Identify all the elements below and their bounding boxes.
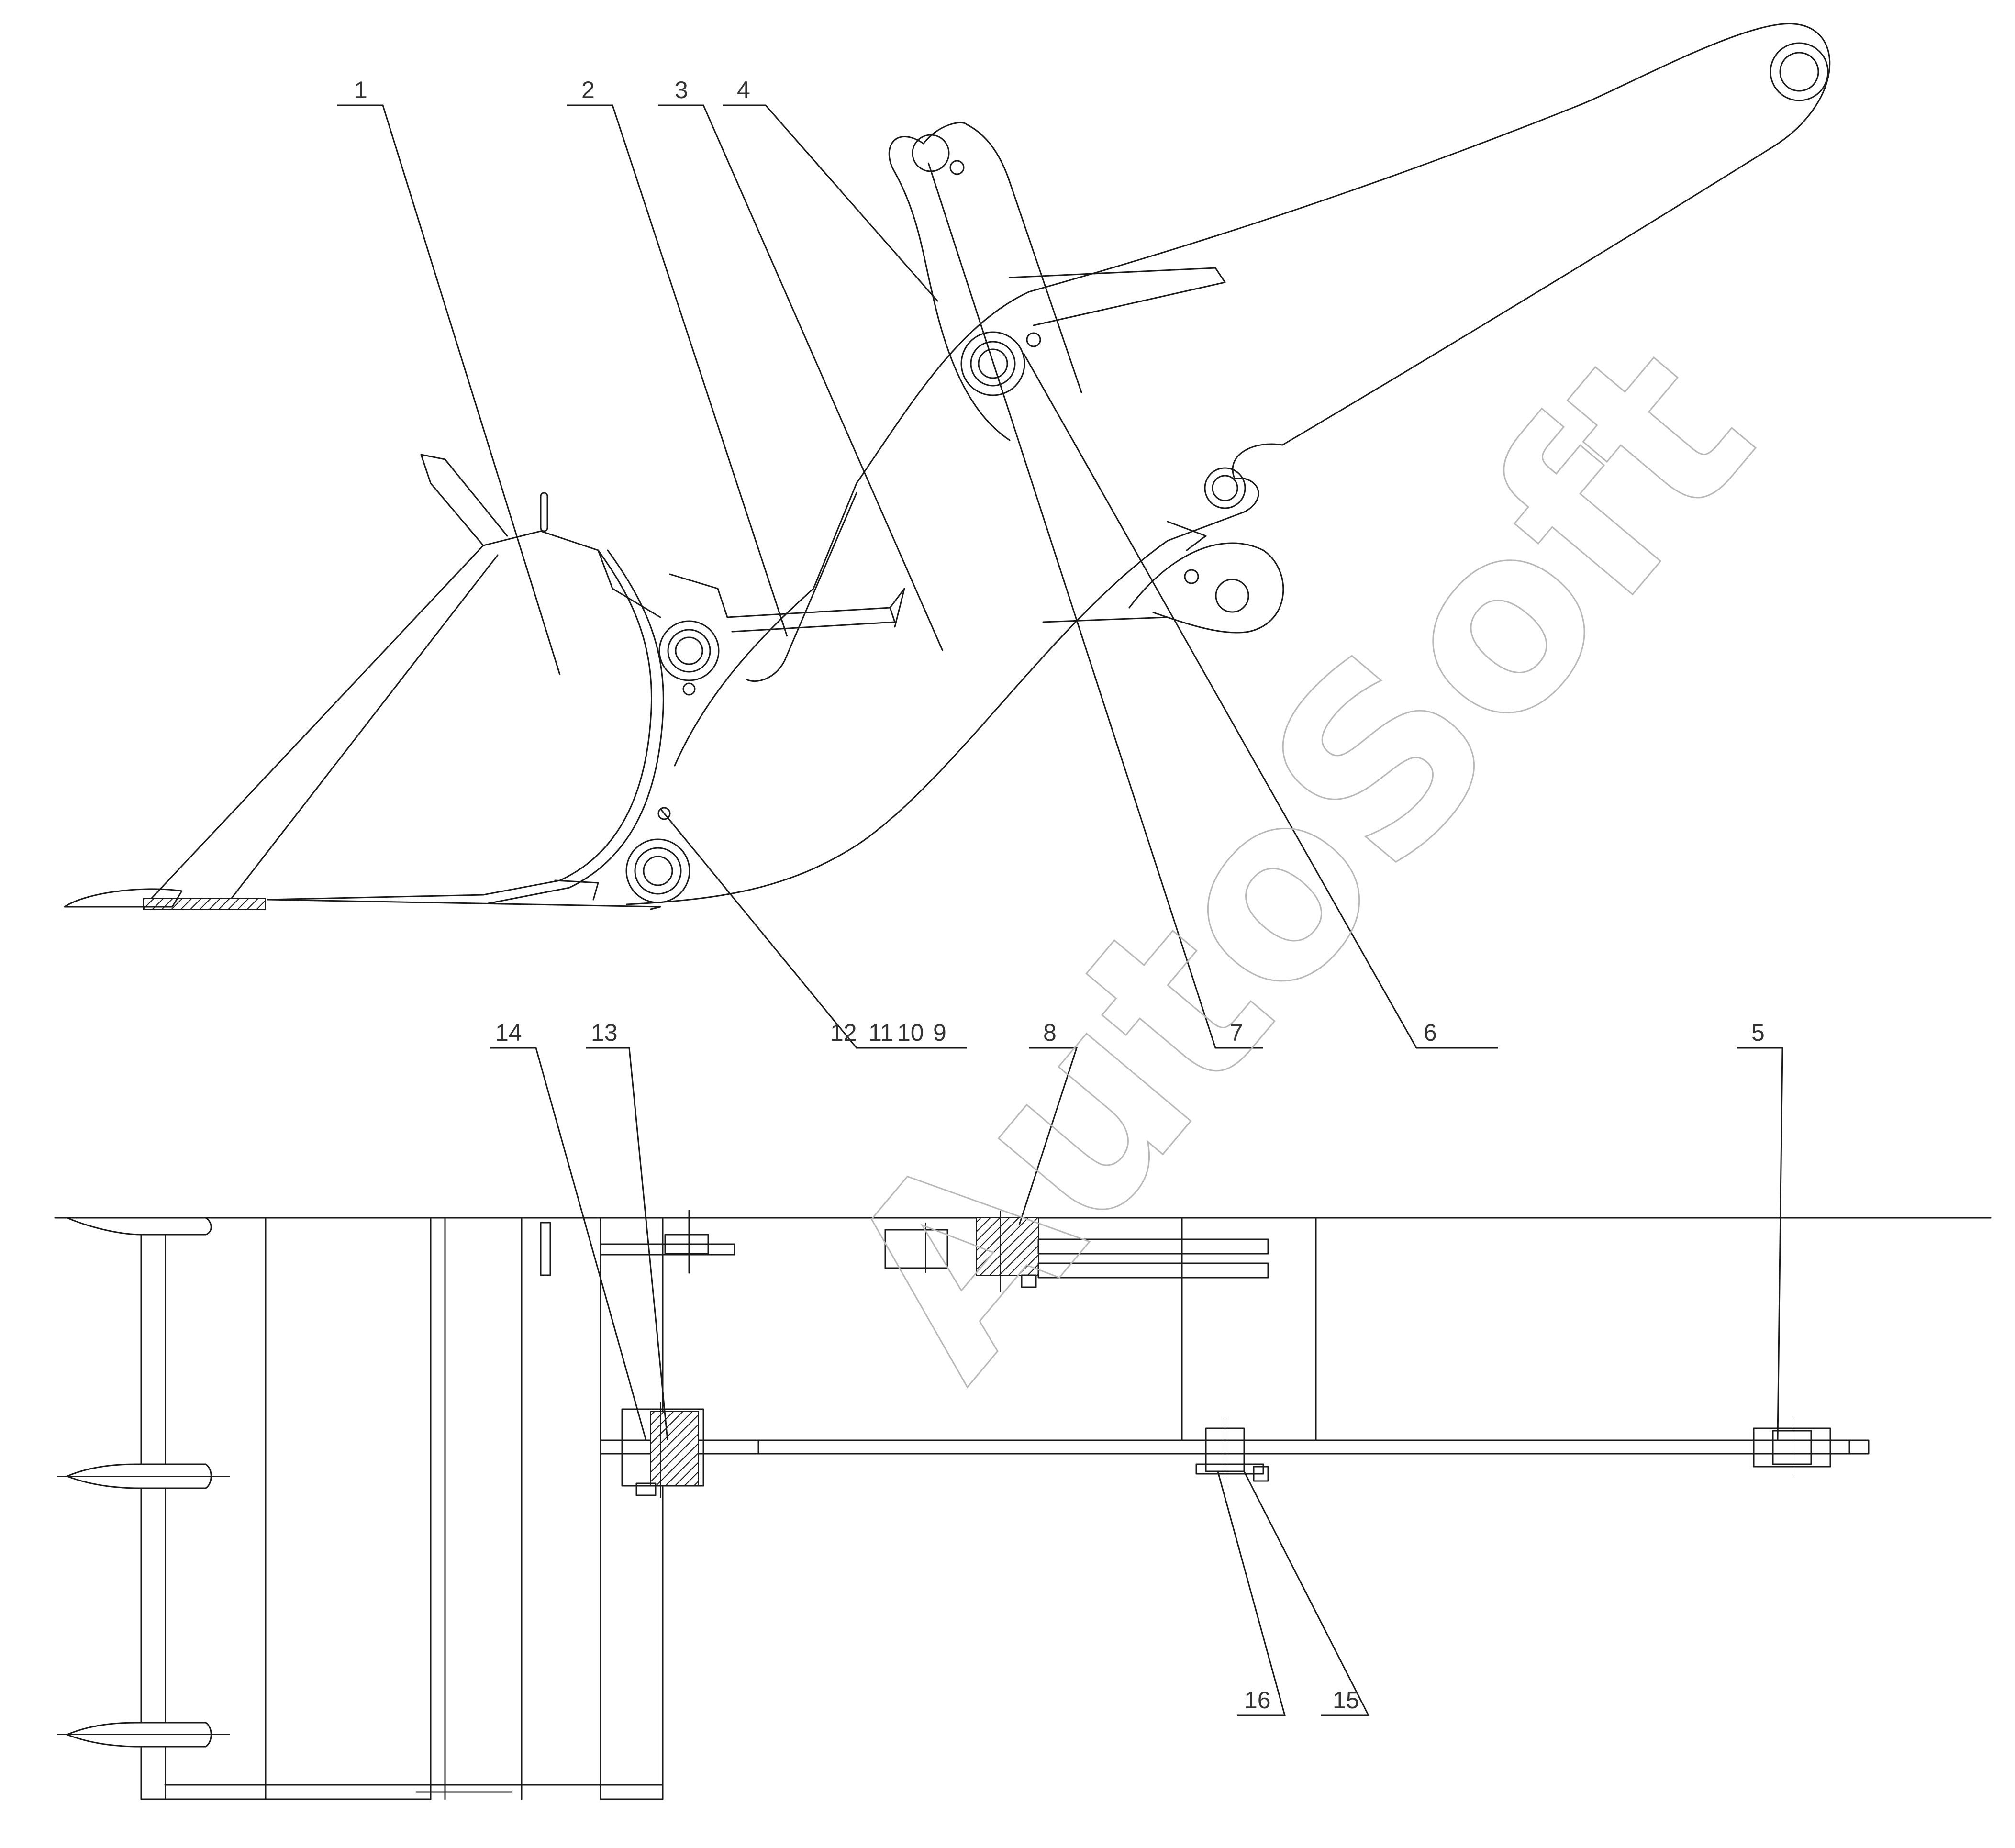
pins (625, 42, 1829, 903)
boom-arm (626, 23, 1831, 905)
bucket-link-pin (658, 620, 720, 681)
pin-assembly-root (1753, 1419, 1831, 1476)
bell-crank (888, 122, 1226, 441)
boom-crossbar (757, 1439, 1850, 1455)
callout-3: 3 (675, 77, 688, 103)
bell-crank-pivot-pin (960, 331, 1025, 396)
callout-5: 5 (1751, 1019, 1765, 1046)
top-view (54, 1047, 1992, 1800)
callout-16: 16 (1244, 1687, 1271, 1714)
bucket (64, 454, 664, 910)
pin-assembly-center (884, 1211, 1317, 1441)
callout-14: 14 (495, 1019, 522, 1046)
tilt-cylinder-pin (912, 134, 950, 172)
tilt-link (669, 573, 905, 633)
top-leaders (490, 1047, 1783, 1716)
callout-11: 11 (868, 1019, 893, 1046)
callout-6: 6 (1424, 1019, 1437, 1046)
pin-assembly-right (1195, 1419, 1269, 1488)
cutting-edge (143, 898, 266, 910)
pin-assembly-left (621, 1402, 704, 1498)
callout-2: 2 (581, 77, 595, 103)
callout-12: 12 (830, 1019, 857, 1046)
side-view (64, 23, 1831, 1049)
lift-cylinder-pin (1215, 579, 1249, 613)
teeth (57, 1217, 230, 1748)
side-leaders (337, 104, 1498, 1049)
boom-root-pin (1770, 42, 1829, 101)
watermark: AutoSoft (790, 292, 1807, 1426)
callout-15: 15 (1333, 1687, 1359, 1714)
callout-1: 1 (354, 77, 367, 103)
callout-4: 4 (737, 77, 750, 103)
callout-10: 10 (897, 1019, 924, 1046)
boom-lower-ear (1042, 521, 1284, 634)
callout-9: 9 (933, 1019, 946, 1046)
boom-mid-pin (1204, 467, 1246, 509)
stop-pin (540, 492, 548, 532)
callout-7: 7 (1230, 1019, 1243, 1046)
bucket-hinge-pin (625, 838, 690, 903)
callouts: 1 2 3 4 5 6 7 8 9 10 11 12 13 14 15 16 (354, 77, 1765, 1714)
callout-8: 8 (1043, 1019, 1057, 1046)
callout-13: 13 (591, 1019, 618, 1046)
bucket-tooth (64, 888, 183, 908)
